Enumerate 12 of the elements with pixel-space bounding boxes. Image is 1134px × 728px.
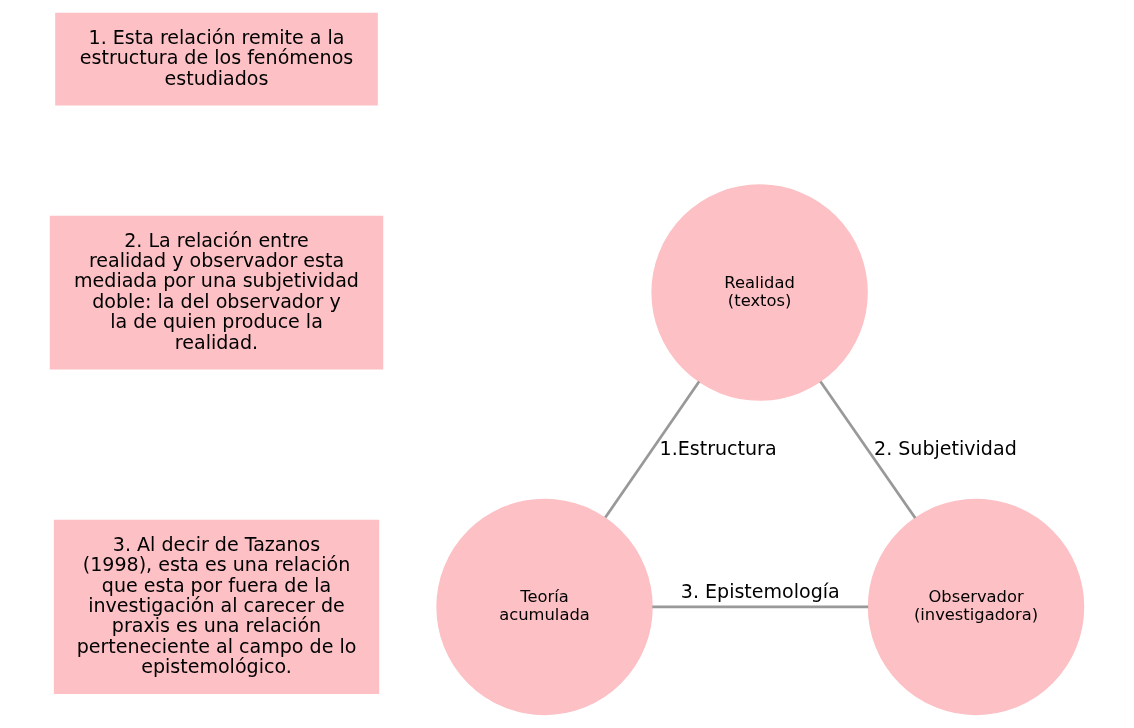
- node-box: 1. Esta relación remite a la estructura de los fenómenos estudiados: [55, 12, 378, 106]
- edge-label: 3. Epistemología: [680, 579, 840, 602]
- node-box: 2. La relación entre realidad y observador esta mediada por una subjetividad doble: la del observador y la de quien produce la realidad.: [49, 215, 384, 370]
- node-box: 3. Al decir de Tazanos (1998), esta es una relación que esta por fuera de la investigación al carecer de praxis es una relación perteneciente al campo de lo epistemológico.: [53, 519, 380, 695]
- connector: [604, 380, 701, 519]
- node-circle: Realidad (textos): [651, 184, 868, 401]
- connector: [652, 605, 869, 609]
- connector: [819, 380, 917, 519]
- edge-label: 1.Estructura: [659, 436, 777, 459]
- edge-label: 2. Subjetividad: [874, 436, 1017, 459]
- node-circle: Teoría acumulada: [436, 498, 653, 716]
- node-circle: Observador (investigadora): [867, 498, 1085, 716]
